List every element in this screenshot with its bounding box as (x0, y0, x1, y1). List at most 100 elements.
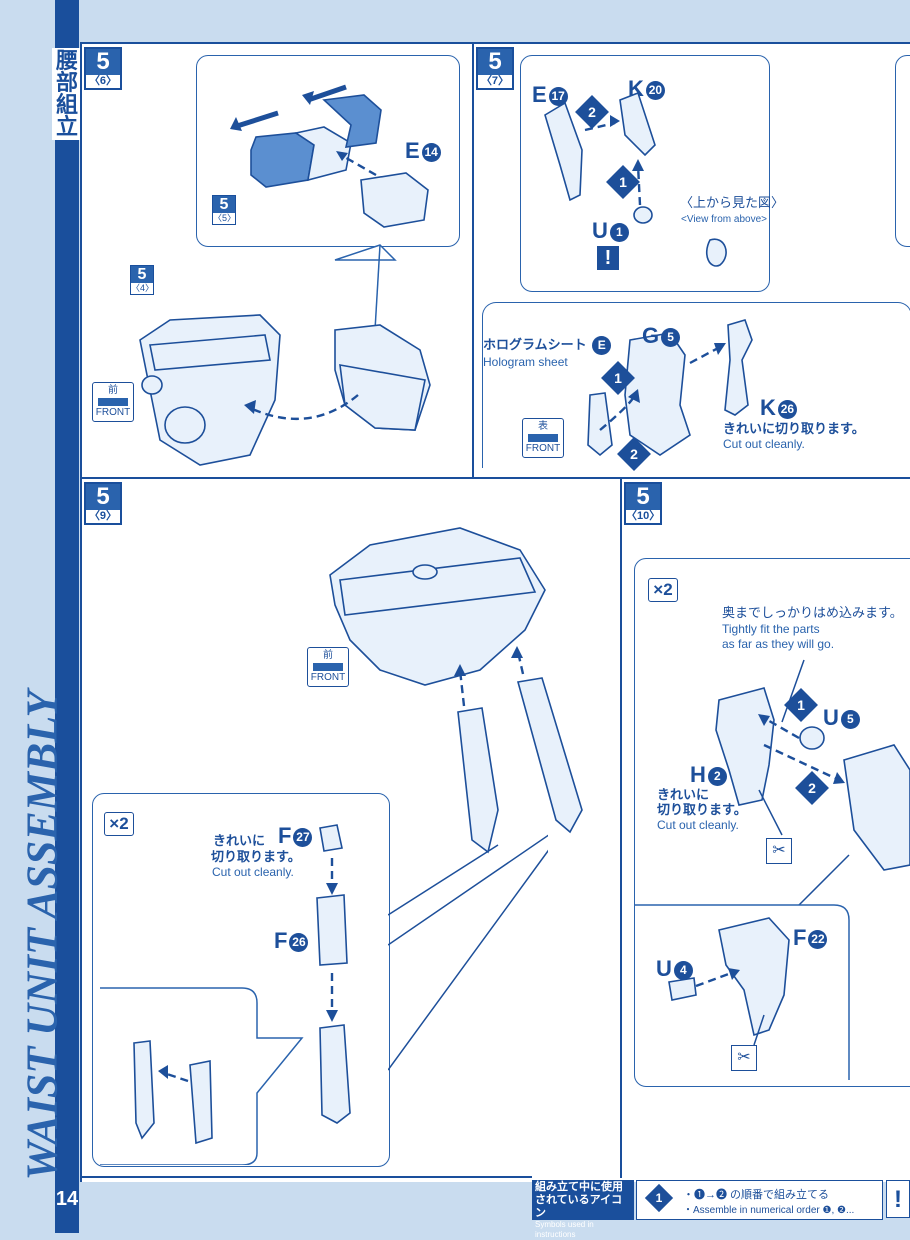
ref-sub: 〈5〉 (213, 213, 237, 223)
part-letter: F (793, 925, 807, 950)
step-sub: 〈7〉 (480, 75, 510, 87)
detail-panel-right (895, 55, 910, 247)
divider (80, 477, 910, 479)
divider (80, 1176, 532, 1178)
ref-number: 5 (213, 196, 235, 213)
step-marker-1: 1 (606, 165, 640, 199)
part-letter: K (628, 76, 644, 101)
page-number: 14 (55, 1188, 79, 1210)
fit-note-jp: 奥までしっかりはめ込みます。 (722, 605, 903, 620)
divider (620, 478, 622, 1178)
part-letter: K (760, 395, 776, 420)
step-marker-2: 2 (795, 771, 829, 805)
part-number: 27 (293, 827, 313, 847)
legend-line2: ・Assemble in numerical order ❶, ❷... (683, 1205, 855, 1216)
front-en: FRONT (95, 407, 131, 418)
cut-note-jp1: きれいに (213, 833, 266, 848)
part-letter: H (690, 762, 706, 787)
waist-armor-diagram (230, 84, 429, 228)
vertical-title: WAIST UNIT ASSEMBLY (17, 690, 67, 1181)
hologram-part: E (592, 336, 612, 355)
legend-line1: ・❶→❷ の順番で組み立てる (683, 1189, 830, 1201)
part-number: 17 (548, 86, 568, 106)
hologram-label-en: Hologram sheet (483, 355, 568, 369)
cut-note-en: Cut out cleanly. (212, 865, 294, 879)
step-badge-9: 5 〈9〉 (84, 482, 122, 525)
fit-note-en1: Tightly fit the parts (722, 622, 820, 636)
part-letter: U (592, 218, 608, 243)
view-label-en: <View from above> (681, 214, 767, 225)
front-en: FRONT (525, 443, 561, 454)
front-arrow-icon (98, 398, 128, 406)
front-jp: 表 (538, 421, 548, 432)
chest-diagram (587, 319, 753, 457)
part-letter: E (532, 82, 547, 107)
quantity-badge: ×2 (104, 812, 134, 836)
part-number: 14 (421, 142, 441, 162)
cut-note-en: Cut out cleanly. (723, 437, 805, 451)
step-marker-1: 1 (601, 361, 635, 395)
front-en: FRONT (310, 672, 346, 683)
step-marker-1: 1 (784, 688, 818, 722)
title-char: 部 (55, 70, 78, 95)
front-arrow-icon (313, 663, 343, 671)
step-badge-6: 5 〈6〉 (84, 47, 122, 90)
part-number: 1 (609, 222, 629, 242)
front-indicator: 表 FRONT (522, 418, 564, 458)
warning-icon: ! (597, 246, 619, 270)
part-number: 5 (661, 327, 681, 347)
legend-title: 組み立て中に使用 されているアイコン Symbols used in instr… (532, 1180, 634, 1239)
sidebar-bar (55, 0, 79, 1233)
part-letter: U (823, 705, 839, 730)
hologram-jp-text: ホログラムシート (483, 336, 587, 352)
step-badge-7: 5 〈7〉 (476, 47, 514, 90)
view-label-jp: 〈上から見た図〉 (680, 195, 785, 210)
icon-legend: 組み立て中に使用 されているアイコン Symbols used in instr… (532, 1180, 910, 1239)
part-letter: E (405, 138, 420, 163)
detail-panel-lower (482, 302, 910, 468)
cut-note-jp: きれいに切り取ります。 (723, 421, 865, 436)
warning-icon: ! (886, 1180, 910, 1218)
title-char: 組 (55, 92, 78, 117)
legend-title-en: Symbols used in instructions (535, 1220, 594, 1239)
skirt-joint-diagram (634, 659, 910, 1080)
step-sub: 〈6〉 (88, 75, 118, 87)
part-letter: F (278, 823, 292, 848)
step-sub: 〈9〉 (88, 510, 118, 522)
step-number: 5 (478, 49, 512, 75)
nipper-icon: ✂ (766, 838, 792, 864)
fit-note-en2: as far as they will go. (722, 637, 835, 651)
cut-note-en: Cut out cleanly. (657, 818, 739, 832)
ref-badge-5: 5 〈5〉 (212, 195, 236, 225)
front-jp: 前 (108, 385, 118, 396)
leader-lines (388, 834, 548, 1071)
ref-sub: 〈4〉 (131, 283, 155, 293)
part-number: 22 (808, 929, 828, 949)
step-number: 5 (86, 484, 120, 510)
part-number: 2 (707, 766, 727, 786)
legend-box: 1 ・❶→❷ の順番で組み立てる ・Assemble in numerical … (636, 1180, 883, 1220)
step-marker-2: 2 (617, 437, 651, 471)
step-marker-icon: 1 (644, 1183, 674, 1213)
part-letter: F (274, 928, 288, 953)
section-title: 腰 部 組 立 (52, 48, 82, 140)
title-char: 立 (55, 114, 78, 139)
step-marker-2: 2 (575, 95, 609, 129)
cut-note-jp2: 切り取ります。 (657, 802, 747, 817)
ref-badge-4: 5 〈4〉 (130, 265, 154, 295)
legend-title-jp2: されているアイコン (535, 1194, 623, 1219)
part-number: 26 (777, 399, 797, 419)
part-letter: U (656, 956, 672, 981)
quantity-badge: ×2 (648, 578, 678, 602)
